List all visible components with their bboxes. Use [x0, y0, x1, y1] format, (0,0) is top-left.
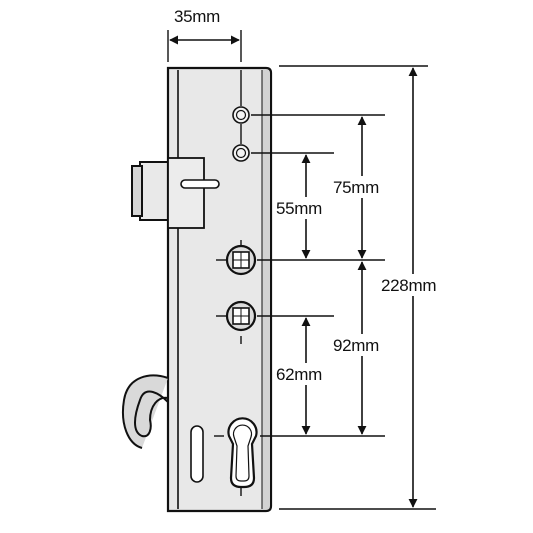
slot-hole [190, 425, 204, 483]
dim-75-label: 75mm [333, 178, 379, 197]
cam-hole-lower [232, 144, 250, 162]
dim-228-label: 228mm [381, 276, 436, 295]
cam-hole-top [232, 106, 250, 124]
dim-55-label: 55mm [276, 199, 322, 218]
follower-top [225, 244, 257, 276]
lock-case [122, 66, 273, 513]
faceplate [166, 66, 273, 513]
latch-housing [167, 157, 205, 229]
centre-lines [214, 70, 242, 496]
dim-62-label: 62mm [276, 365, 322, 384]
dim-92-label: 92mm [333, 336, 379, 355]
latch-slot [180, 179, 220, 189]
backset-label: 35mm [174, 7, 220, 26]
follower-lower [225, 300, 257, 332]
hook-bolt [122, 374, 169, 449]
extension-lines [167, 30, 436, 510]
euro-cylinder-cutout [227, 417, 258, 489]
